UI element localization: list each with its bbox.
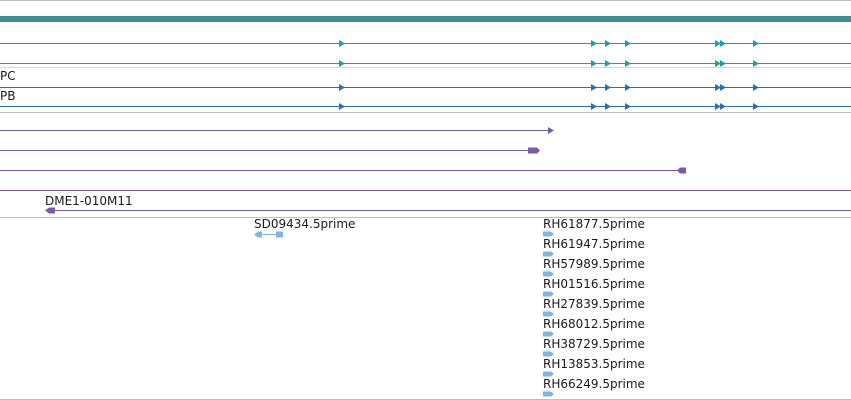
strand-arrow-icon bbox=[339, 84, 345, 91]
transcript-model[interactable] bbox=[0, 60, 851, 67]
est-glyph[interactable] bbox=[543, 311, 554, 317]
cdna-model[interactable] bbox=[0, 127, 554, 134]
strand-arrow-icon bbox=[339, 60, 345, 67]
est-block bbox=[276, 231, 283, 238]
est-label[interactable]: RH68012.5prime bbox=[543, 317, 645, 331]
strand-arrow-icon bbox=[715, 84, 721, 91]
strand-arrow-icon bbox=[625, 60, 631, 67]
transcript-label-pb[interactable]: PB bbox=[0, 89, 16, 103]
strand-arrow-icon bbox=[720, 40, 726, 47]
clone-label[interactable]: DME1-010M11 bbox=[45, 194, 133, 208]
strand-arrow-icon bbox=[625, 84, 631, 91]
est-label[interactable]: RH61947.5prime bbox=[543, 237, 645, 251]
exon-block bbox=[45, 207, 55, 214]
strand-arrow-icon bbox=[548, 127, 554, 134]
est-glyph[interactable] bbox=[543, 251, 554, 257]
strand-arrow-icon bbox=[339, 103, 345, 110]
est-label[interactable]: RH66249.5prime bbox=[543, 377, 645, 391]
strand-arrow-icon bbox=[605, 103, 611, 110]
est-track bbox=[254, 231, 554, 397]
est-glyph[interactable] bbox=[543, 231, 554, 237]
est-label[interactable]: RH13853.5prime bbox=[543, 357, 645, 371]
strand-arrow-icon bbox=[605, 60, 611, 67]
est-label[interactable]: RH27839.5prime bbox=[543, 297, 645, 311]
gene-span-bar[interactable] bbox=[0, 16, 851, 22]
strand-arrow-icon bbox=[753, 103, 759, 110]
strand-arrow-icon bbox=[605, 40, 611, 47]
transcript-model[interactable] bbox=[0, 40, 851, 47]
est-label[interactable]: RH38729.5prime bbox=[543, 337, 645, 351]
cdna-model[interactable] bbox=[0, 147, 540, 154]
cdna-model[interactable] bbox=[0, 167, 686, 174]
strand-arrow-icon bbox=[720, 103, 726, 110]
strand-arrow-icon bbox=[753, 60, 759, 67]
clone-model[interactable] bbox=[45, 207, 851, 214]
est-glyph[interactable] bbox=[543, 371, 554, 377]
strand-arrow-icon bbox=[591, 103, 597, 110]
strand-arrow-icon bbox=[591, 60, 597, 67]
est-block bbox=[254, 231, 262, 238]
est-glyph[interactable] bbox=[543, 271, 554, 277]
exon-block bbox=[677, 167, 686, 174]
est-glyph[interactable] bbox=[254, 231, 283, 238]
est-glyph[interactable] bbox=[543, 291, 554, 297]
est-label[interactable]: RH61877.5prime bbox=[543, 217, 645, 231]
transcript-track bbox=[0, 40, 851, 110]
est-label[interactable]: RH57989.5prime bbox=[543, 257, 645, 271]
strand-arrow-icon bbox=[715, 40, 721, 47]
strand-arrow-icon bbox=[625, 103, 631, 110]
strand-arrow-icon bbox=[591, 84, 597, 91]
transcript-model[interactable] bbox=[0, 84, 851, 91]
strand-arrow-icon bbox=[753, 40, 759, 47]
strand-arrow-icon bbox=[720, 60, 726, 67]
strand-arrow-icon bbox=[591, 40, 597, 47]
est-label[interactable]: SD09434.5prime bbox=[254, 217, 356, 231]
strand-arrow-icon bbox=[605, 84, 611, 91]
transcript-label-pc[interactable]: PC bbox=[0, 69, 16, 83]
strand-arrow-icon bbox=[625, 40, 631, 47]
est-glyph[interactable] bbox=[543, 351, 554, 357]
est-glyph[interactable] bbox=[543, 391, 554, 397]
cdna-track bbox=[0, 127, 851, 214]
strand-arrow-icon bbox=[715, 60, 721, 67]
est-label[interactable]: RH01516.5prime bbox=[543, 277, 645, 291]
strand-arrow-icon bbox=[720, 84, 726, 91]
exon-block bbox=[528, 147, 540, 154]
strand-arrow-icon bbox=[339, 40, 345, 47]
transcript-model[interactable] bbox=[0, 103, 851, 110]
strand-arrow-icon bbox=[753, 84, 759, 91]
est-glyph[interactable] bbox=[543, 331, 554, 337]
strand-arrow-icon bbox=[715, 103, 721, 110]
